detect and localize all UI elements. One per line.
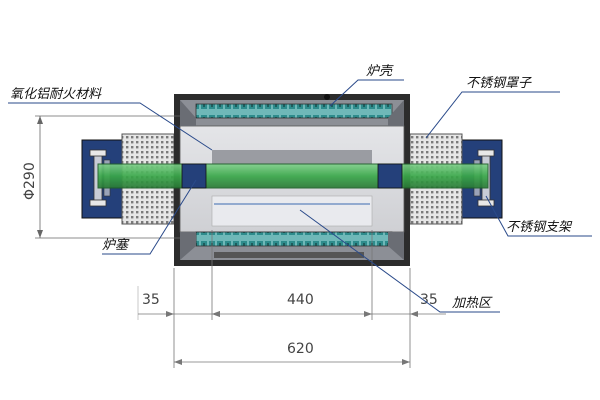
heating-length-label: 440	[287, 292, 314, 308]
bottom-heating-coil	[195, 231, 393, 247]
diameter-label: Φ290	[22, 162, 38, 200]
label-stainless-cover: 不锈钢罩子	[466, 76, 532, 91]
label-stainless-bracket: 不锈钢支架	[506, 220, 573, 235]
leader-plug	[102, 179, 197, 255]
leader-shell	[329, 79, 404, 107]
total-length-dimension	[174, 359, 410, 365]
right-offset-label: 35	[420, 292, 438, 308]
top-heating-coil	[195, 103, 393, 119]
right-offset-dimension	[372, 311, 446, 317]
left-offset-dimension	[138, 311, 220, 317]
heating-zone-lower	[211, 195, 373, 227]
left-furnace-plug	[181, 163, 207, 189]
heating-zone-area	[212, 150, 372, 164]
leader-alumina	[8, 102, 213, 151]
total-length-label: 620	[287, 341, 314, 357]
right-top-chamfer	[388, 100, 404, 126]
diameter-dimension	[35, 115, 180, 239]
leader-cover	[425, 91, 560, 139]
bottom-tray	[214, 252, 364, 258]
label-heating-zone: 加热区	[452, 296, 493, 311]
top-knob	[324, 94, 330, 100]
leader-bracket	[485, 195, 592, 237]
label-alumina-refractory: 氧化铝耐火材料	[10, 87, 102, 102]
left-bottom-chamfer	[180, 232, 196, 260]
furnace-tube	[97, 163, 489, 189]
label-furnace-shell: 炉壳	[366, 64, 394, 79]
right-furnace-plug	[377, 163, 403, 189]
label-furnace-plug: 炉塞	[102, 237, 130, 253]
left-top-chamfer	[180, 100, 196, 126]
leader-heating	[299, 209, 500, 313]
left-offset-label: 35	[142, 292, 160, 308]
heating-length-dimension	[212, 311, 372, 317]
right-bottom-chamfer	[388, 232, 404, 260]
